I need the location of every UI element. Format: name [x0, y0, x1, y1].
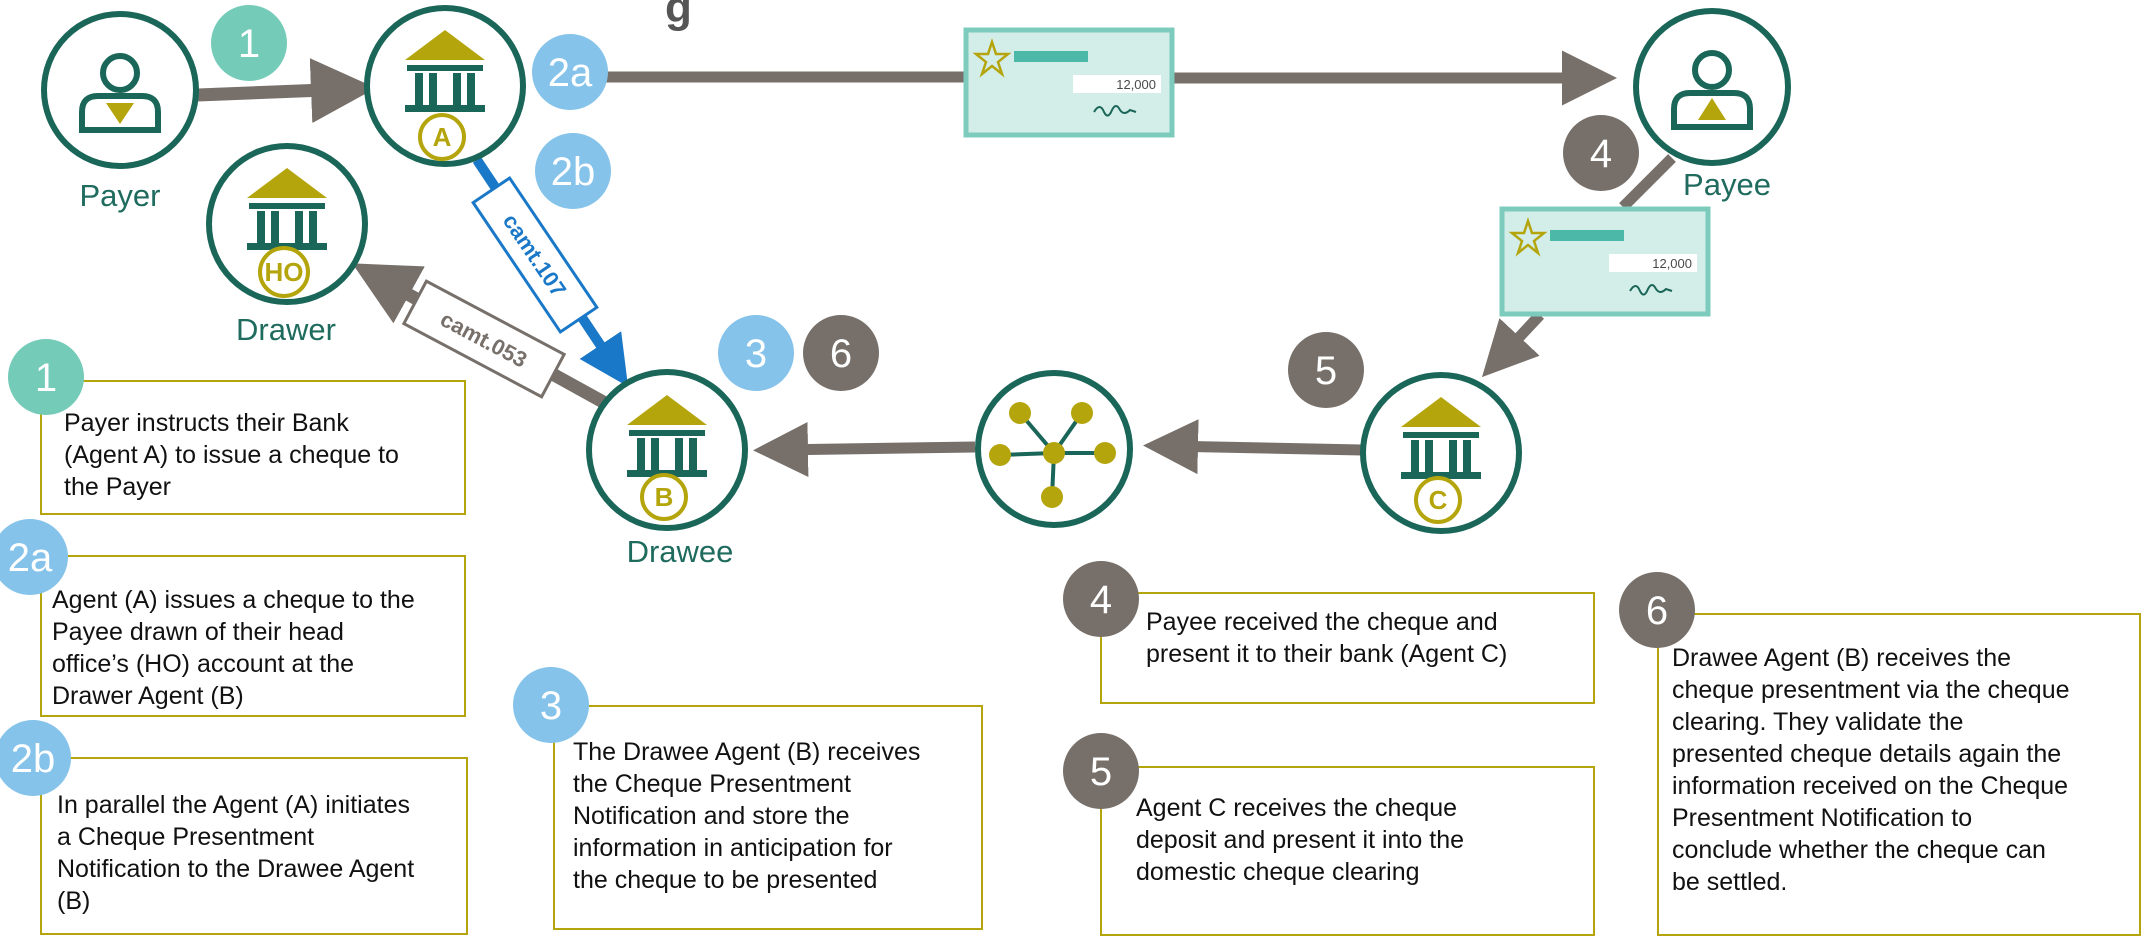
- note-6-line: Drawee Agent (B) receives the: [1672, 644, 2012, 672]
- note-6-line: cheque presentment via the cheque: [1672, 676, 2070, 704]
- payee-label: Payee: [1683, 167, 1771, 202]
- signature-icon-2: [1629, 284, 1673, 296]
- cheque-side-amount: 12,000: [1652, 256, 1692, 271]
- note-2b-line: Notification to the Drawee Agent: [57, 855, 415, 883]
- drawer-label: Drawer: [236, 312, 336, 347]
- agent-b-letter: B: [655, 482, 674, 512]
- arrow-payee-to-agent-c-top: [1619, 154, 1676, 211]
- note-4-line: present it to their bank (Agent C): [1146, 640, 1508, 668]
- head-office-letter: HO: [265, 257, 304, 287]
- signature-icon: [1093, 105, 1137, 117]
- note-2a-line: Agent (A) issues a cheque to the: [52, 586, 415, 614]
- cheque-side: 12,000: [1499, 206, 1711, 317]
- arrow-clearing-to-drawee: [753, 422, 976, 478]
- svg-text:4: 4: [1590, 132, 1612, 176]
- cheque-star-icon: [972, 38, 1012, 78]
- note-step-5: Agent C receives the cheque deposit and …: [1100, 766, 1595, 936]
- note-6-line: presented cheque details again the: [1672, 740, 2062, 768]
- badge-5-diagram: [1288, 332, 1364, 408]
- person-icon-payee: [1671, 50, 1753, 130]
- arrow-payee-to-agent-c-bottom: [1481, 311, 1545, 378]
- note-3-line: Notification and store the: [573, 802, 850, 830]
- note-3-line: the cheque to be presented: [573, 866, 878, 894]
- note-step-6: Drawee Agent (B) receives the cheque pre…: [1657, 613, 2141, 936]
- network-nodes: [989, 402, 1116, 508]
- svg-text:2a: 2a: [548, 51, 593, 95]
- badge-4-diagram: [1563, 115, 1639, 191]
- svg-text:6: 6: [830, 332, 852, 376]
- note-3-line: the Cheque Presentment: [573, 770, 851, 798]
- note-5-line: Agent C receives the cheque: [1136, 794, 1458, 822]
- payee-node: Payee: [1633, 8, 1791, 202]
- note-step-4: Payee received the cheque and present it…: [1100, 592, 1595, 704]
- drawer-node: HO Drawer: [206, 143, 368, 347]
- note-step-1: Payer instructs their Bank (Agent A) to …: [40, 380, 466, 515]
- badge-1-diagram: [211, 5, 287, 81]
- note-2b-line: (B): [57, 887, 91, 915]
- note-6-line: conclude whether the cheque can: [1672, 836, 2046, 864]
- note-5-line: domestic cheque clearing: [1136, 858, 1420, 886]
- agent-c-node: C: [1360, 372, 1522, 534]
- cheque-star-icon-2: [1508, 217, 1548, 257]
- note-5-line: deposit and present it into the: [1136, 826, 1465, 854]
- note-4-line: Payee received the cheque and: [1146, 608, 1498, 636]
- note-6-line: clearing. They validate the: [1672, 708, 1964, 736]
- diagram-badges: 1 2a 2b 3 6 4 5: [211, 5, 1639, 408]
- svg-text:2b: 2b: [551, 150, 596, 194]
- note-6-line: Presentment Notification to: [1672, 804, 1973, 832]
- arrow-agent-c-to-clearing: [1143, 419, 1363, 475]
- note-step-3: The Drawee Agent (B) receives the Cheque…: [553, 705, 983, 930]
- note-2a-line: office’s (HO) account at the: [52, 650, 355, 678]
- agent-a-letter: A: [433, 122, 452, 152]
- note-2b-line: In parallel the Agent (A) initiates: [57, 791, 410, 819]
- badge-6-diagram: [803, 315, 879, 391]
- person-icon: [79, 53, 161, 133]
- note-6-line: information received on the Cheque: [1672, 772, 2069, 800]
- note-step-2b: In parallel the Agent (A) initiates a Ch…: [40, 757, 468, 935]
- svg-text:3: 3: [745, 332, 767, 376]
- note-3-line: The Drawee Agent (B) receives: [573, 738, 921, 766]
- drawee-label: Drawee: [627, 534, 734, 569]
- agent-c-letter: C: [1429, 485, 1448, 515]
- note-2b-line: a Cheque Presentment: [57, 823, 315, 851]
- payer-label: Payer: [80, 178, 161, 213]
- svg-text:1: 1: [238, 22, 260, 66]
- cheque-top-amount: 12,000: [1116, 77, 1156, 92]
- note-step-2a: Agent (A) issues a cheque to the Payee d…: [40, 555, 466, 717]
- svg-text:5: 5: [1315, 349, 1337, 393]
- note-2a-line: Payee drawn of their head: [52, 618, 344, 646]
- note-1-line: the Payer: [64, 473, 172, 501]
- note-3-line: information in anticipation for: [573, 834, 893, 862]
- title-fragment: g: [665, 0, 692, 32]
- note-1-line: (Agent A) to issue a cheque to: [64, 441, 399, 469]
- agent-a-node: A: [364, 5, 526, 167]
- drawee-node: B Drawee: [586, 369, 748, 569]
- badge-3-diagram: [718, 315, 794, 391]
- badge-2a-diagram: [532, 34, 608, 110]
- payer-node: Payer: [41, 11, 199, 213]
- note-6-line: be settled.: [1672, 868, 1788, 896]
- arrow-payer-to-agent-a: [197, 58, 376, 124]
- clearing-node: [975, 370, 1133, 528]
- badge-2b-diagram: [535, 133, 611, 209]
- note-2a-line: Drawer Agent (B): [52, 682, 244, 710]
- cheque-top: 12,000: [963, 27, 1175, 138]
- note-1-line: Payer instructs their Bank: [64, 409, 349, 437]
